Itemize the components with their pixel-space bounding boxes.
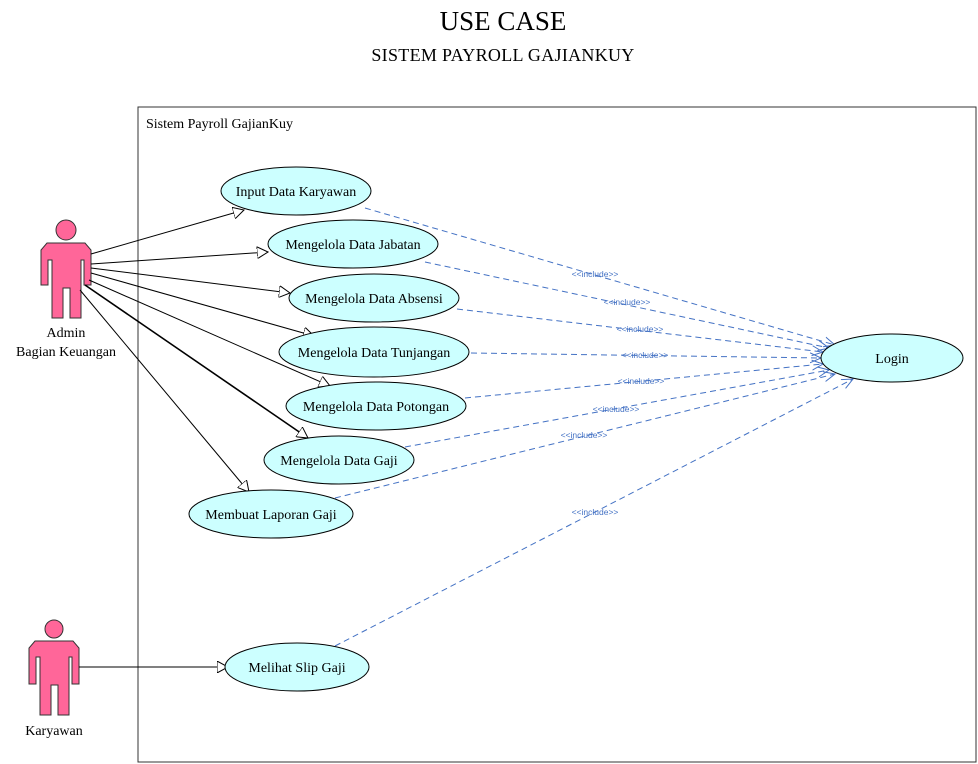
- use-case-ellipse: [278, 326, 470, 378]
- include-label: <<include>>: [618, 376, 665, 386]
- assoc-gaji: [84, 284, 308, 439]
- use-case-jabatan[interactable]: Mengelola Data Jabatan: [267, 219, 439, 269]
- include-line-gaji: [404, 370, 829, 448]
- use-case-label: Mengelola Data Gaji: [280, 454, 398, 469]
- system-boundary: [137, 106, 977, 763]
- include-line-absensi: [456, 308, 823, 352]
- use-case-laporan[interactable]: Membuat Laporan Gaji: [188, 489, 354, 539]
- use-case-label: Input Data Karyawan: [236, 185, 357, 200]
- use-case-login[interactable]: Login: [820, 333, 964, 383]
- actor-karyawan-head: [44, 619, 64, 639]
- include-line-laporan: [334, 374, 835, 499]
- use-case-potongan[interactable]: Mengelola Data Potongan: [285, 381, 467, 431]
- use-case-tunjangan[interactable]: Mengelola Data Tunjangan: [278, 326, 470, 378]
- use-case-label: Mengelola Data Jabatan: [285, 238, 420, 253]
- include-lines: [334, 207, 853, 647]
- include-label: <<include>>: [604, 297, 651, 307]
- assoc-jabatan: [90, 252, 268, 265]
- diagram-subtitle: SISTEM PAYROLL GAJIANKUY: [371, 45, 635, 65]
- use-case-ellipse: [220, 166, 372, 216]
- use-case-input-karyawan[interactable]: Input Data Karyawan: [220, 166, 372, 216]
- assoc-laporan: [79, 289, 249, 492]
- assoc-absensi: [90, 267, 290, 293]
- include-label: <<include>>: [622, 350, 669, 360]
- assoc-tunjangan: [90, 272, 314, 336]
- include-label: <<include>>: [617, 324, 664, 334]
- include-line-jabatan: [424, 261, 829, 348]
- actor-admin-label-line2: Bagian Keuangan: [16, 345, 116, 360]
- use-case-ellipse: [285, 381, 467, 431]
- actor-admin-head: [55, 219, 77, 241]
- include-line-slip-gaji: [334, 379, 853, 647]
- include-label: <<include>>: [572, 269, 619, 279]
- use-case-label: Membuat Laporan Gaji: [205, 508, 337, 523]
- use-case-ellipse: [288, 273, 460, 323]
- include-label: <<include>>: [593, 404, 640, 414]
- use-case-ellipse: [820, 333, 964, 383]
- actor-admin-body: [40, 242, 92, 319]
- use-case-ellipse: [188, 489, 354, 539]
- system-boundary-label: Sistem Payroll GajianKuy: [146, 117, 293, 132]
- include-label: <<include>>: [572, 507, 619, 517]
- include-line-input-karyawan: [364, 207, 835, 345]
- use-case-ellipse: [224, 642, 370, 692]
- use-case-label: Melihat Slip Gaji: [248, 661, 345, 676]
- use-case-label: Mengelola Data Absensi: [305, 292, 443, 307]
- actor-karyawan-label: Karyawan: [25, 724, 83, 739]
- actor-admin[interactable]: Admin Bagian Keuangan: [16, 219, 116, 360]
- diagram-title: USE CASE: [439, 6, 567, 36]
- actor-karyawan[interactable]: Karyawan: [25, 619, 83, 739]
- use-case-label: Mengelola Data Tunjangan: [298, 346, 450, 361]
- include-line-tunjangan: [470, 353, 821, 358]
- include-label: <<include>>: [561, 430, 608, 440]
- use-case-label: Login: [875, 352, 908, 367]
- use-case-ellipse: [263, 435, 415, 485]
- use-case-slip-gaji[interactable]: Melihat Slip Gaji: [224, 642, 370, 692]
- assoc-input-karyawan: [90, 210, 244, 255]
- use-case-absensi[interactable]: Mengelola Data Absensi: [288, 273, 460, 323]
- actor-admin-label-line1: Admin: [47, 326, 86, 341]
- use-case-ellipse: [267, 219, 439, 269]
- actor-karyawan-body: [28, 640, 80, 716]
- use-case-gaji[interactable]: Mengelola Data Gaji: [263, 435, 415, 485]
- use-case-label: Mengelola Data Potongan: [303, 400, 449, 415]
- associations: [79, 210, 330, 667]
- include-labels: <<include>> <<include>> <<include>> <<in…: [561, 269, 669, 517]
- assoc-potongan: [88, 279, 330, 386]
